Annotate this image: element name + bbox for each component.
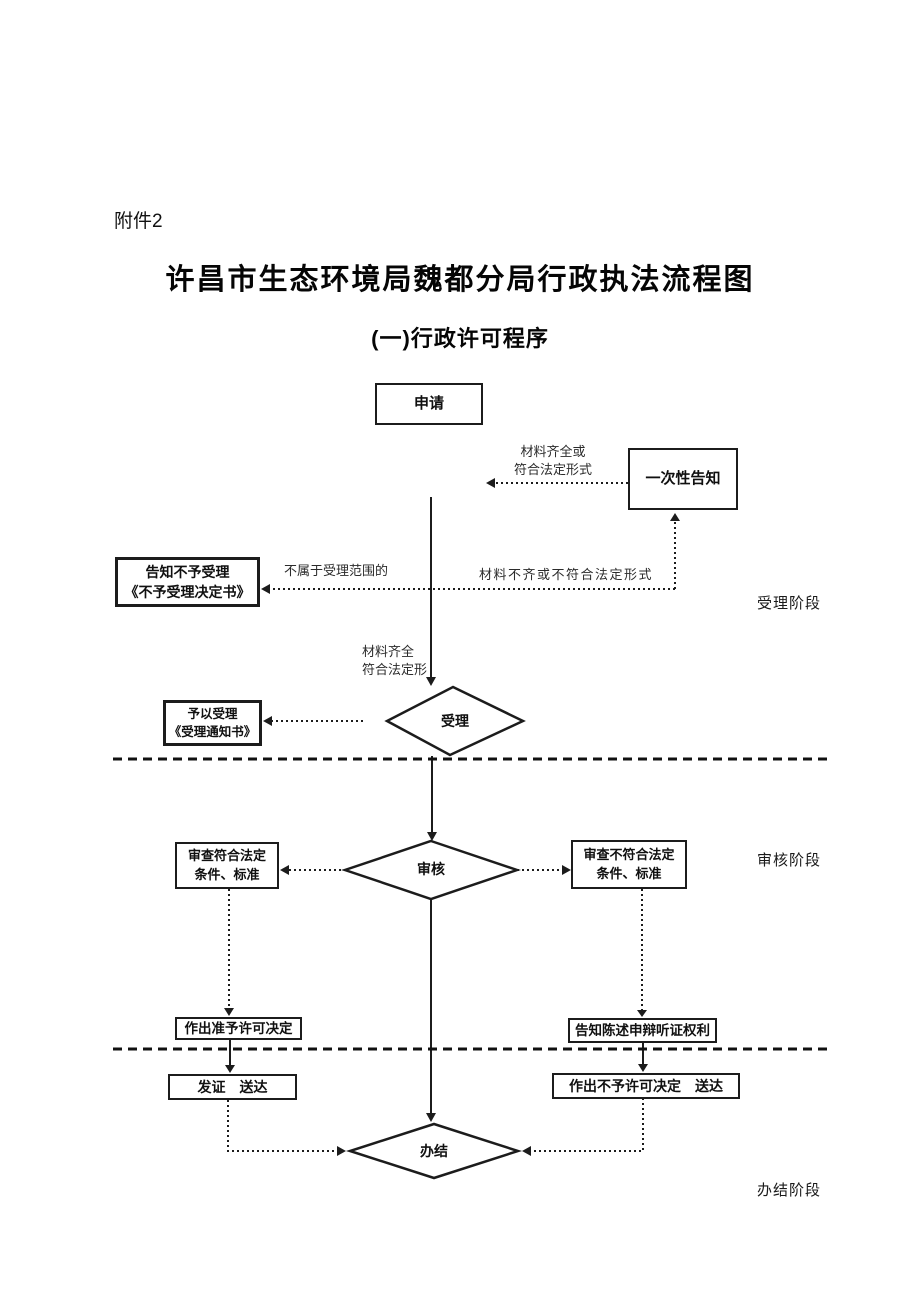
review-pass-line2: 条件、标准: [194, 866, 260, 882]
reject-notice-box: 告知不予受理 《不予受理决定书》: [115, 557, 260, 607]
complete-label: 办结: [420, 1143, 448, 1159]
arrowhead-down-deny: [638, 1064, 648, 1072]
review-fail-line2: 条件、标准: [596, 865, 662, 881]
arrowhead-left-reject: [261, 584, 270, 594]
apply-box: 申请: [375, 383, 483, 425]
review-check-label: 审核: [417, 861, 445, 877]
arrowhead-left-accept-notice: [263, 716, 272, 726]
edge-label-materials-complete-line1: 材料齐全: [362, 644, 415, 659]
deny-deliver-box: 作出不予许可决定 送达: [552, 1073, 740, 1099]
apply-box-label: 申请: [413, 395, 444, 413]
arrowhead-down-rights: [637, 1010, 647, 1017]
review-fail-line1: 审查不符合法定: [583, 846, 675, 862]
edge-label-materials-complete-or: 材料齐全或 符合法定形式: [514, 443, 592, 478]
accept-notice-line2: 《受理通知书》: [168, 725, 257, 739]
edge-label-materials-complete-line2: 符合法定形: [362, 661, 428, 677]
arrowhead-up-notice: [670, 513, 680, 521]
accept-notice-box: 予以受理 《受理通知书》: [163, 700, 262, 746]
arrowhead-down-grant: [224, 1008, 234, 1016]
arrowhead-right-fail: [562, 865, 571, 875]
page-subtitle: (一)行政许可程序: [371, 326, 549, 351]
edge-label-materials-complete: 材料齐全 符合法定形: [362, 643, 427, 678]
issue-deliver-label: 发证 送达: [197, 1079, 268, 1095]
notify-rights-label: 告知陈述申辩听证权利: [575, 1022, 710, 1038]
grant-decision-box: 作出准予许可决定: [175, 1017, 302, 1040]
one-time-notice-label: 一次性告知: [645, 470, 721, 488]
grant-decision-label: 作出准予许可决定: [184, 1020, 293, 1036]
reject-notice-line1: 告知不予受理: [145, 563, 230, 580]
stage-label-acceptance: 受理阶段: [757, 595, 822, 612]
review-pass-line1: 审查符合法定: [187, 847, 266, 863]
arrowhead-down-accept-check: [426, 677, 436, 686]
stage-label-completion: 办结阶段: [757, 1182, 822, 1199]
accept-check-label: 受理: [441, 713, 469, 729]
arrowhead-down-review-check: [427, 832, 437, 841]
reject-notice-line2: 《不予受理决定书》: [124, 584, 251, 600]
review-fail-box: 审查不符合法定 条件、标准: [571, 840, 687, 889]
arrowhead-left-complete: [522, 1146, 531, 1156]
connector-deny-to-complete: [531, 1098, 644, 1152]
stage-label-review: 审核阶段: [757, 852, 822, 869]
edge-label-materials-complete-or-line2: 符合法定形式: [513, 461, 593, 477]
edge-label-materials-complete-or-line1: 材料齐全或: [520, 444, 586, 459]
arrowhead-left-pass: [280, 865, 289, 875]
attachment-label: 附件2: [114, 211, 163, 232]
arrowhead-left-notice: [486, 478, 495, 488]
deny-deliver-label: 作出不予许可决定 送达: [569, 1078, 723, 1094]
review-pass-box: 审查符合法定 条件、标准: [175, 842, 279, 889]
connector-issue-to-complete: [227, 1100, 337, 1152]
arrowhead-right-complete: [337, 1146, 346, 1156]
edge-label-materials-incomplete: 材料不齐或不符合法定形式: [479, 567, 654, 582]
issue-deliver-box: 发证 送达: [168, 1074, 297, 1100]
arrowhead-down-complete: [426, 1113, 436, 1122]
arrowhead-down-issue: [225, 1065, 235, 1073]
edge-label-out-of-scope: 不属于受理范围的: [284, 563, 389, 578]
one-time-notice-box: 一次性告知: [628, 448, 738, 510]
notify-rights-box: 告知陈述申辩听证权利: [568, 1018, 717, 1043]
page-title: 许昌市生态环境局魏都分局行政执法流程图: [165, 264, 755, 296]
accept-notice-line1: 予以受理: [187, 706, 238, 721]
